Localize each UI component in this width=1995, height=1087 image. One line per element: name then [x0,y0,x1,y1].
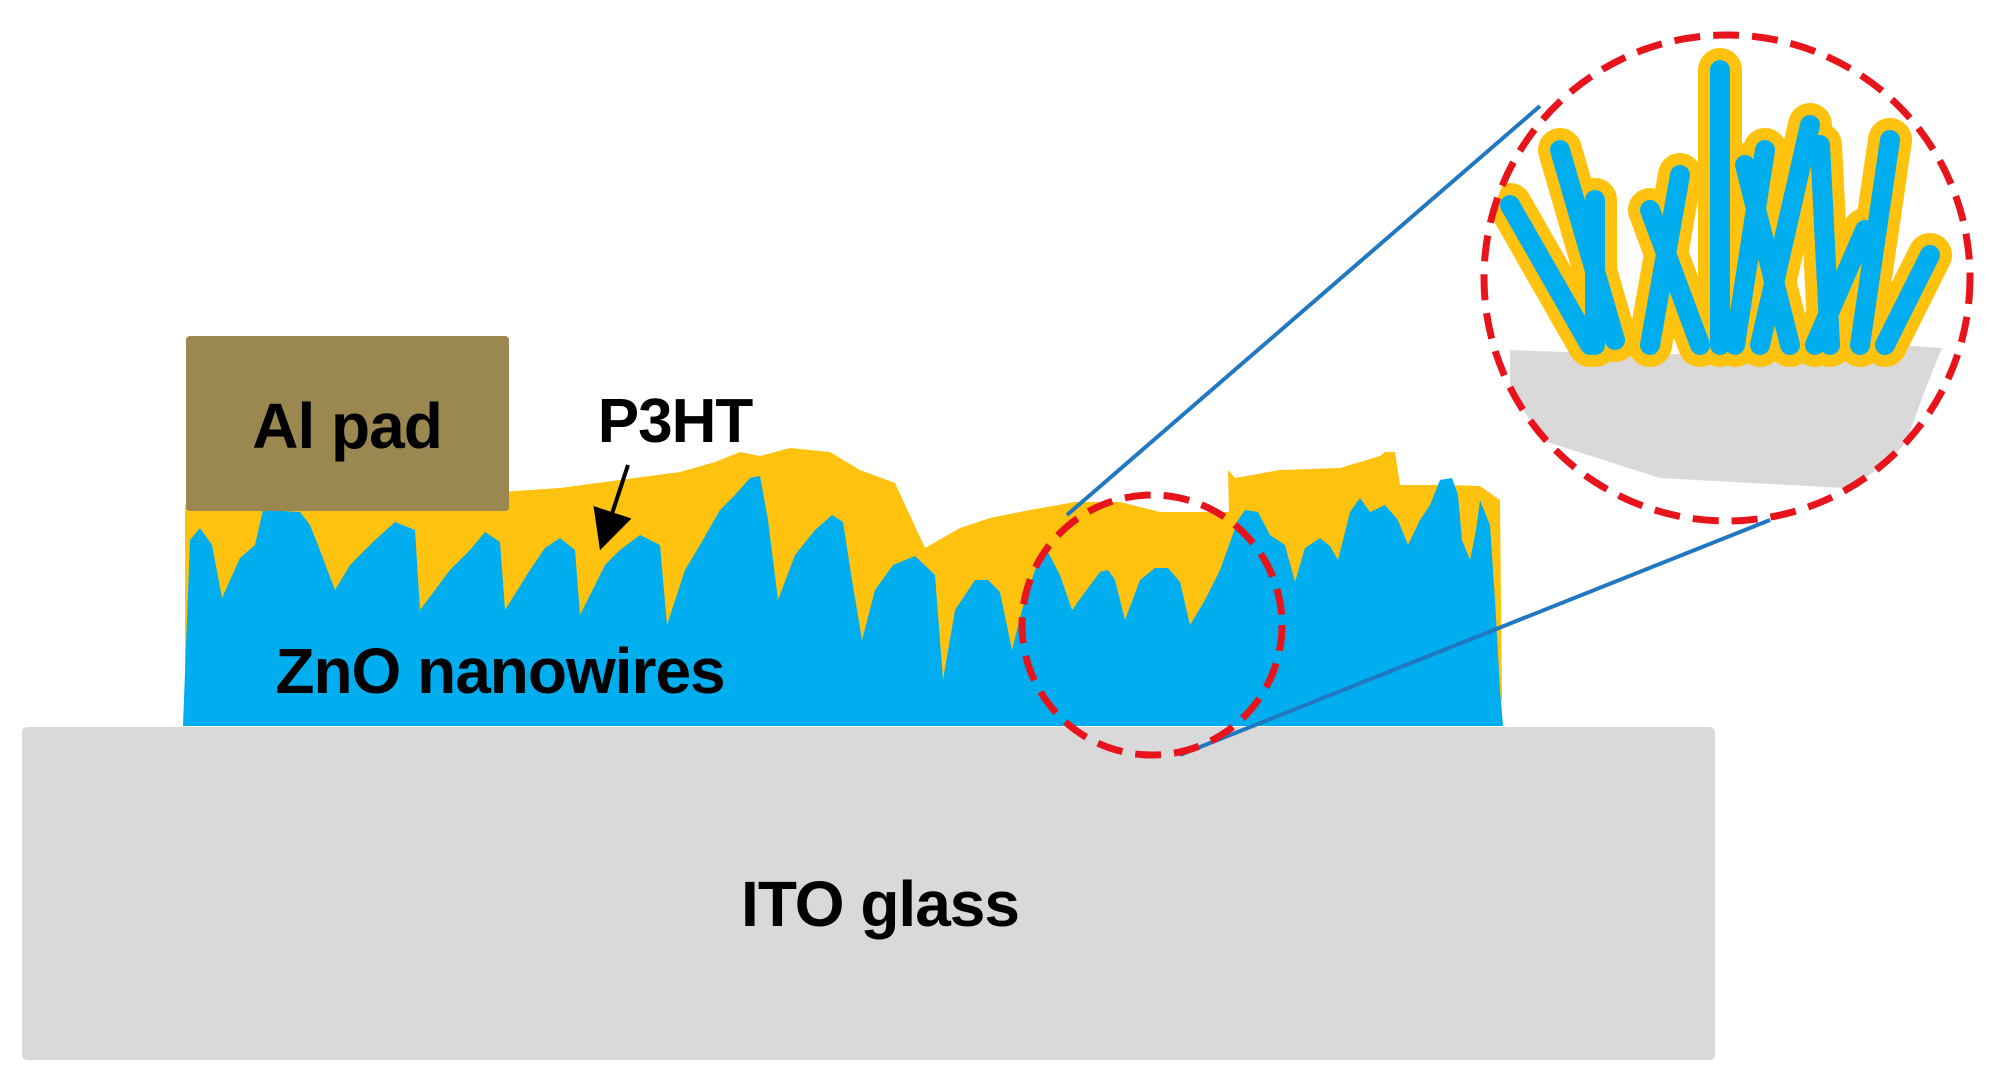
al-pad-contact [186,336,509,511]
zoom-inset-substrate [1510,345,1942,490]
p3ht-label: P3HT [598,387,754,456]
p3ht-pointer-arrow [593,464,632,551]
zno-nanowires-label: ZnO nanowires [275,635,724,707]
zoom-connector-lower [1179,518,1771,757]
zoom-connector-upper [1065,104,1542,517]
zno-nanowire-layer [183,476,1503,726]
zoom-inset-border [1480,31,1974,525]
al-pad-label: Al pad [252,390,442,462]
zoom-inset-nanowires [1488,48,1952,367]
ito-glass-layer [22,727,1715,1060]
zoom-inset [1484,35,1970,521]
zoom-region-marker [1018,491,1286,759]
ito-glass-label: ITO glass [741,868,1019,940]
